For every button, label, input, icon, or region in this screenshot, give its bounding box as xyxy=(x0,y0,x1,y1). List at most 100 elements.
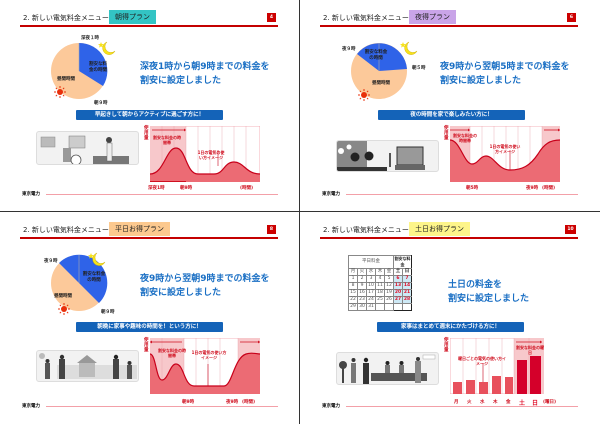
calendar-cell: 11 xyxy=(375,282,385,290)
calendar-cell: 5 xyxy=(384,275,394,283)
plan-badge: 夜得プラン xyxy=(409,10,456,24)
calendar-cell: 12 xyxy=(384,282,394,290)
x-tick-fri: 金 xyxy=(506,400,511,405)
moon-icon xyxy=(400,41,418,55)
calendar-cell: 2 xyxy=(357,275,367,283)
footer-rule xyxy=(46,406,278,407)
weekday-usage-bar-chart xyxy=(450,338,544,394)
calendar-cell: 1 xyxy=(348,275,358,283)
page-number: 10 xyxy=(565,225,576,234)
calendar-cell: 31 xyxy=(366,303,376,311)
calendar-cell-weekend: 7 xyxy=(402,275,412,283)
plan-badge: 朝得プラン xyxy=(109,10,156,24)
slide-yorutoku[interactable]: 2. 新しい電気料金メニュー 夜得プラン 6 夜９時 割安な料金の時間 昼間時間… xyxy=(300,0,599,211)
day-header: 火 xyxy=(357,268,367,276)
calendar-cell-weekend: 14 xyxy=(402,282,412,290)
cheap-period-label: 割安な料金の時間帯 xyxy=(153,135,181,145)
footer-rule xyxy=(346,194,578,195)
pie-label-end: 朝９時 xyxy=(101,310,115,315)
headline-line-2: 割安に設定しました xyxy=(140,76,222,86)
calendar-cell: 8 xyxy=(348,282,358,290)
pie-label-end: 朝９時 xyxy=(94,101,108,106)
calendar-cell-weekend: 13 xyxy=(393,282,403,290)
calendar-cell: 24 xyxy=(366,296,376,304)
footer-rule xyxy=(346,406,578,407)
usage-image-label: 1日の電気の使い方イメージ xyxy=(191,350,227,360)
pie-label-start: 夜９時 xyxy=(342,47,356,52)
lifestyle-illustration xyxy=(36,131,139,165)
headline: 夜9時から翌朝5時までの料金を 割安に設定しました xyxy=(440,60,570,88)
x-axis-unit: (曜日) xyxy=(543,400,557,405)
calendar-cell: 23 xyxy=(357,296,367,304)
cheap-period-label: 割安な料金の時間帯 xyxy=(453,133,477,143)
headline-line-1: 夜9時から翌朝9時までの料金を xyxy=(140,274,270,284)
target-banner: 朝晩に家事や趣味の時間を！という方に！ xyxy=(76,322,223,332)
x-tick-start: 深夜1時 xyxy=(148,186,165,191)
calendar-cell: 25 xyxy=(375,296,385,304)
slide-header: 2. 新しい電気料金メニュー 夜得プラン 6 xyxy=(320,10,578,26)
calendar-cell xyxy=(375,303,385,311)
calendar-cell-weekend: 20 xyxy=(393,289,403,297)
company-logo: 東京電力 xyxy=(322,192,340,197)
header-rule xyxy=(320,25,578,27)
target-banner: 家事はまとめて週末にかたづける方に！ xyxy=(377,322,524,332)
calendar-cell: 10 xyxy=(366,282,376,290)
headline: 夜9時から翌朝9時までの料金を 割安に設定しました xyxy=(140,272,270,300)
weekend-rate-header: 割安な料金 xyxy=(393,255,412,269)
lifestyle-illustration xyxy=(336,352,439,385)
weekday-rate-header: 平日料金 xyxy=(348,255,394,269)
x-tick-mon: 月 xyxy=(454,400,459,405)
headline: 土日の料金を 割安に設定しました xyxy=(448,278,529,306)
x-tick-start: 朝9時 xyxy=(182,400,195,405)
x-axis-unit: (時間) xyxy=(542,186,556,191)
calendar: 平日料金 割安な料金 月 火 水 木 金 土 日 1 2 3 4 5 6 7 xyxy=(348,255,412,311)
cheap-period-label: 割安な料金の時間帯 xyxy=(158,348,186,358)
company-logo: 東京電力 xyxy=(322,404,340,409)
calendar-cell xyxy=(402,303,412,311)
pie-label-day: 昼間時間 xyxy=(372,81,390,86)
headline-line-1: 土日の料金を xyxy=(448,280,503,290)
x-tick-wed: 水 xyxy=(480,400,485,405)
day-header: 水 xyxy=(366,268,376,276)
calendar-cell xyxy=(393,303,403,311)
pie-label-cheap: 割安な料金の時間 xyxy=(364,50,388,61)
headline-line-1: 深夜1時から朝9時までの料金を xyxy=(140,62,270,72)
header-rule xyxy=(320,237,578,239)
plan-badge: 土日お得プラン xyxy=(409,222,470,236)
section-title: 2. 新しい電気料金メニュー xyxy=(23,14,109,22)
slide-donichi[interactable]: 2. 新しい電気料金メニュー 土日お得プラン 10 平日料金 割安な料金 月 火… xyxy=(300,212,599,423)
cheap-day-label: 割安な料金の曜日 xyxy=(516,345,544,355)
x-tick-sat: 土 xyxy=(519,400,526,407)
day-header: 月 xyxy=(348,268,358,276)
calendar-cell: 30 xyxy=(357,303,367,311)
day-header: 金 xyxy=(384,268,394,276)
calendar-cell: 18 xyxy=(375,289,385,297)
slide-header: 2. 新しい電気料金メニュー 平日お得プラン 8 xyxy=(20,222,278,238)
day-header: 土 xyxy=(393,268,403,276)
calendar-cell-weekend: 21 xyxy=(402,289,412,297)
page-number: 8 xyxy=(267,225,276,234)
calendar-cell: 16 xyxy=(357,289,367,297)
sun-icon xyxy=(358,89,370,101)
pie-label-cheap: 割安な料金の時間 xyxy=(89,62,107,73)
calendar-cell-weekend: 27 xyxy=(393,296,403,304)
pie-chart xyxy=(51,42,108,99)
pie-label-end: 朝５時 xyxy=(412,66,426,71)
pie-label-start: 深夜１時 xyxy=(81,36,99,41)
pie-label-day: 昼間時間 xyxy=(57,77,75,82)
lifestyle-illustration xyxy=(336,140,439,172)
x-tick-end: 朝9時 xyxy=(180,186,193,191)
sun-icon xyxy=(54,86,66,98)
slide-heijitsu[interactable]: 2. 新しい電気料金メニュー 平日お得プラン 8 夜９時 割安な料金の時間 昼間… xyxy=(0,212,299,423)
slide-asatoku[interactable]: 2. 新しい電気料金メニュー 朝得プラン 4 深夜１時 割安な料金の時間 昼間時… xyxy=(0,0,299,211)
slide-header: 2. 新しい電気料金メニュー 朝得プラン 4 xyxy=(20,10,278,26)
x-tick-sun: 日 xyxy=(532,400,539,407)
y-axis-label: 使用量 xyxy=(444,338,449,353)
headline: 深夜1時から朝9時までの料金を 割安に設定しました xyxy=(140,60,270,88)
calendar-cell: 19 xyxy=(384,289,394,297)
page-number: 6 xyxy=(567,13,576,22)
headline-line-2: 割安に設定しました xyxy=(440,76,522,86)
x-tick-end: 夜9時 xyxy=(526,186,539,191)
x-tick-end: 夜9時 xyxy=(226,400,239,405)
